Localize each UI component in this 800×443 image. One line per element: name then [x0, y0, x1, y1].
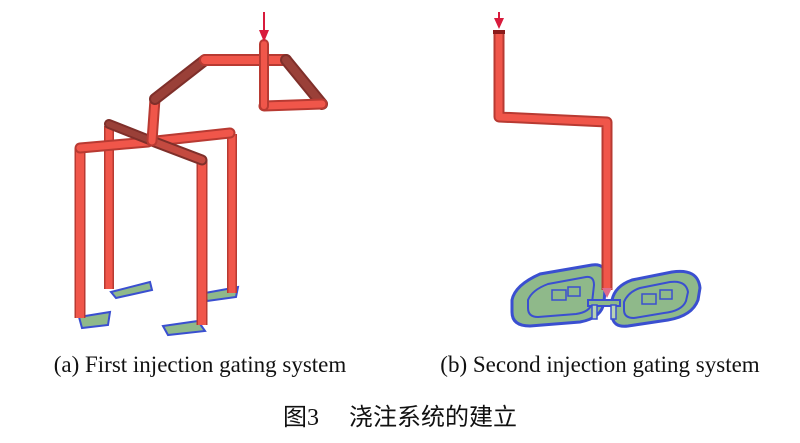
panel-b-parts: [510, 263, 702, 328]
figure-artwork: [74, 12, 702, 337]
part-a-front-right: [161, 319, 207, 337]
panel-a-parts: [77, 280, 240, 337]
injection-arrow-b: [494, 12, 504, 29]
figure-caption: 图3 浇注系统的建立: [0, 397, 800, 432]
figure-title: 浇注系统的建立: [349, 405, 517, 431]
figure-number: 图3: [283, 405, 319, 431]
panel-a-diagram: [74, 12, 328, 337]
caption-panel-b: (b) Second injection gating system: [440, 352, 760, 377]
part-a-back-left: [109, 280, 154, 300]
panel-b-diagram: [493, 12, 702, 328]
panel-a-drops: [74, 126, 237, 325]
panel-a-runners: [74, 119, 236, 166]
injection-arrow-a: [259, 12, 269, 42]
part-b-connector: [587, 299, 621, 320]
sprue-b: [493, 31, 613, 290]
panel-b-pipe: [493, 30, 613, 298]
panel-a-feed: [146, 39, 328, 147]
part-a-front-left: [77, 310, 112, 330]
caption-panel-a: (a) First injection gating system: [53, 352, 347, 377]
